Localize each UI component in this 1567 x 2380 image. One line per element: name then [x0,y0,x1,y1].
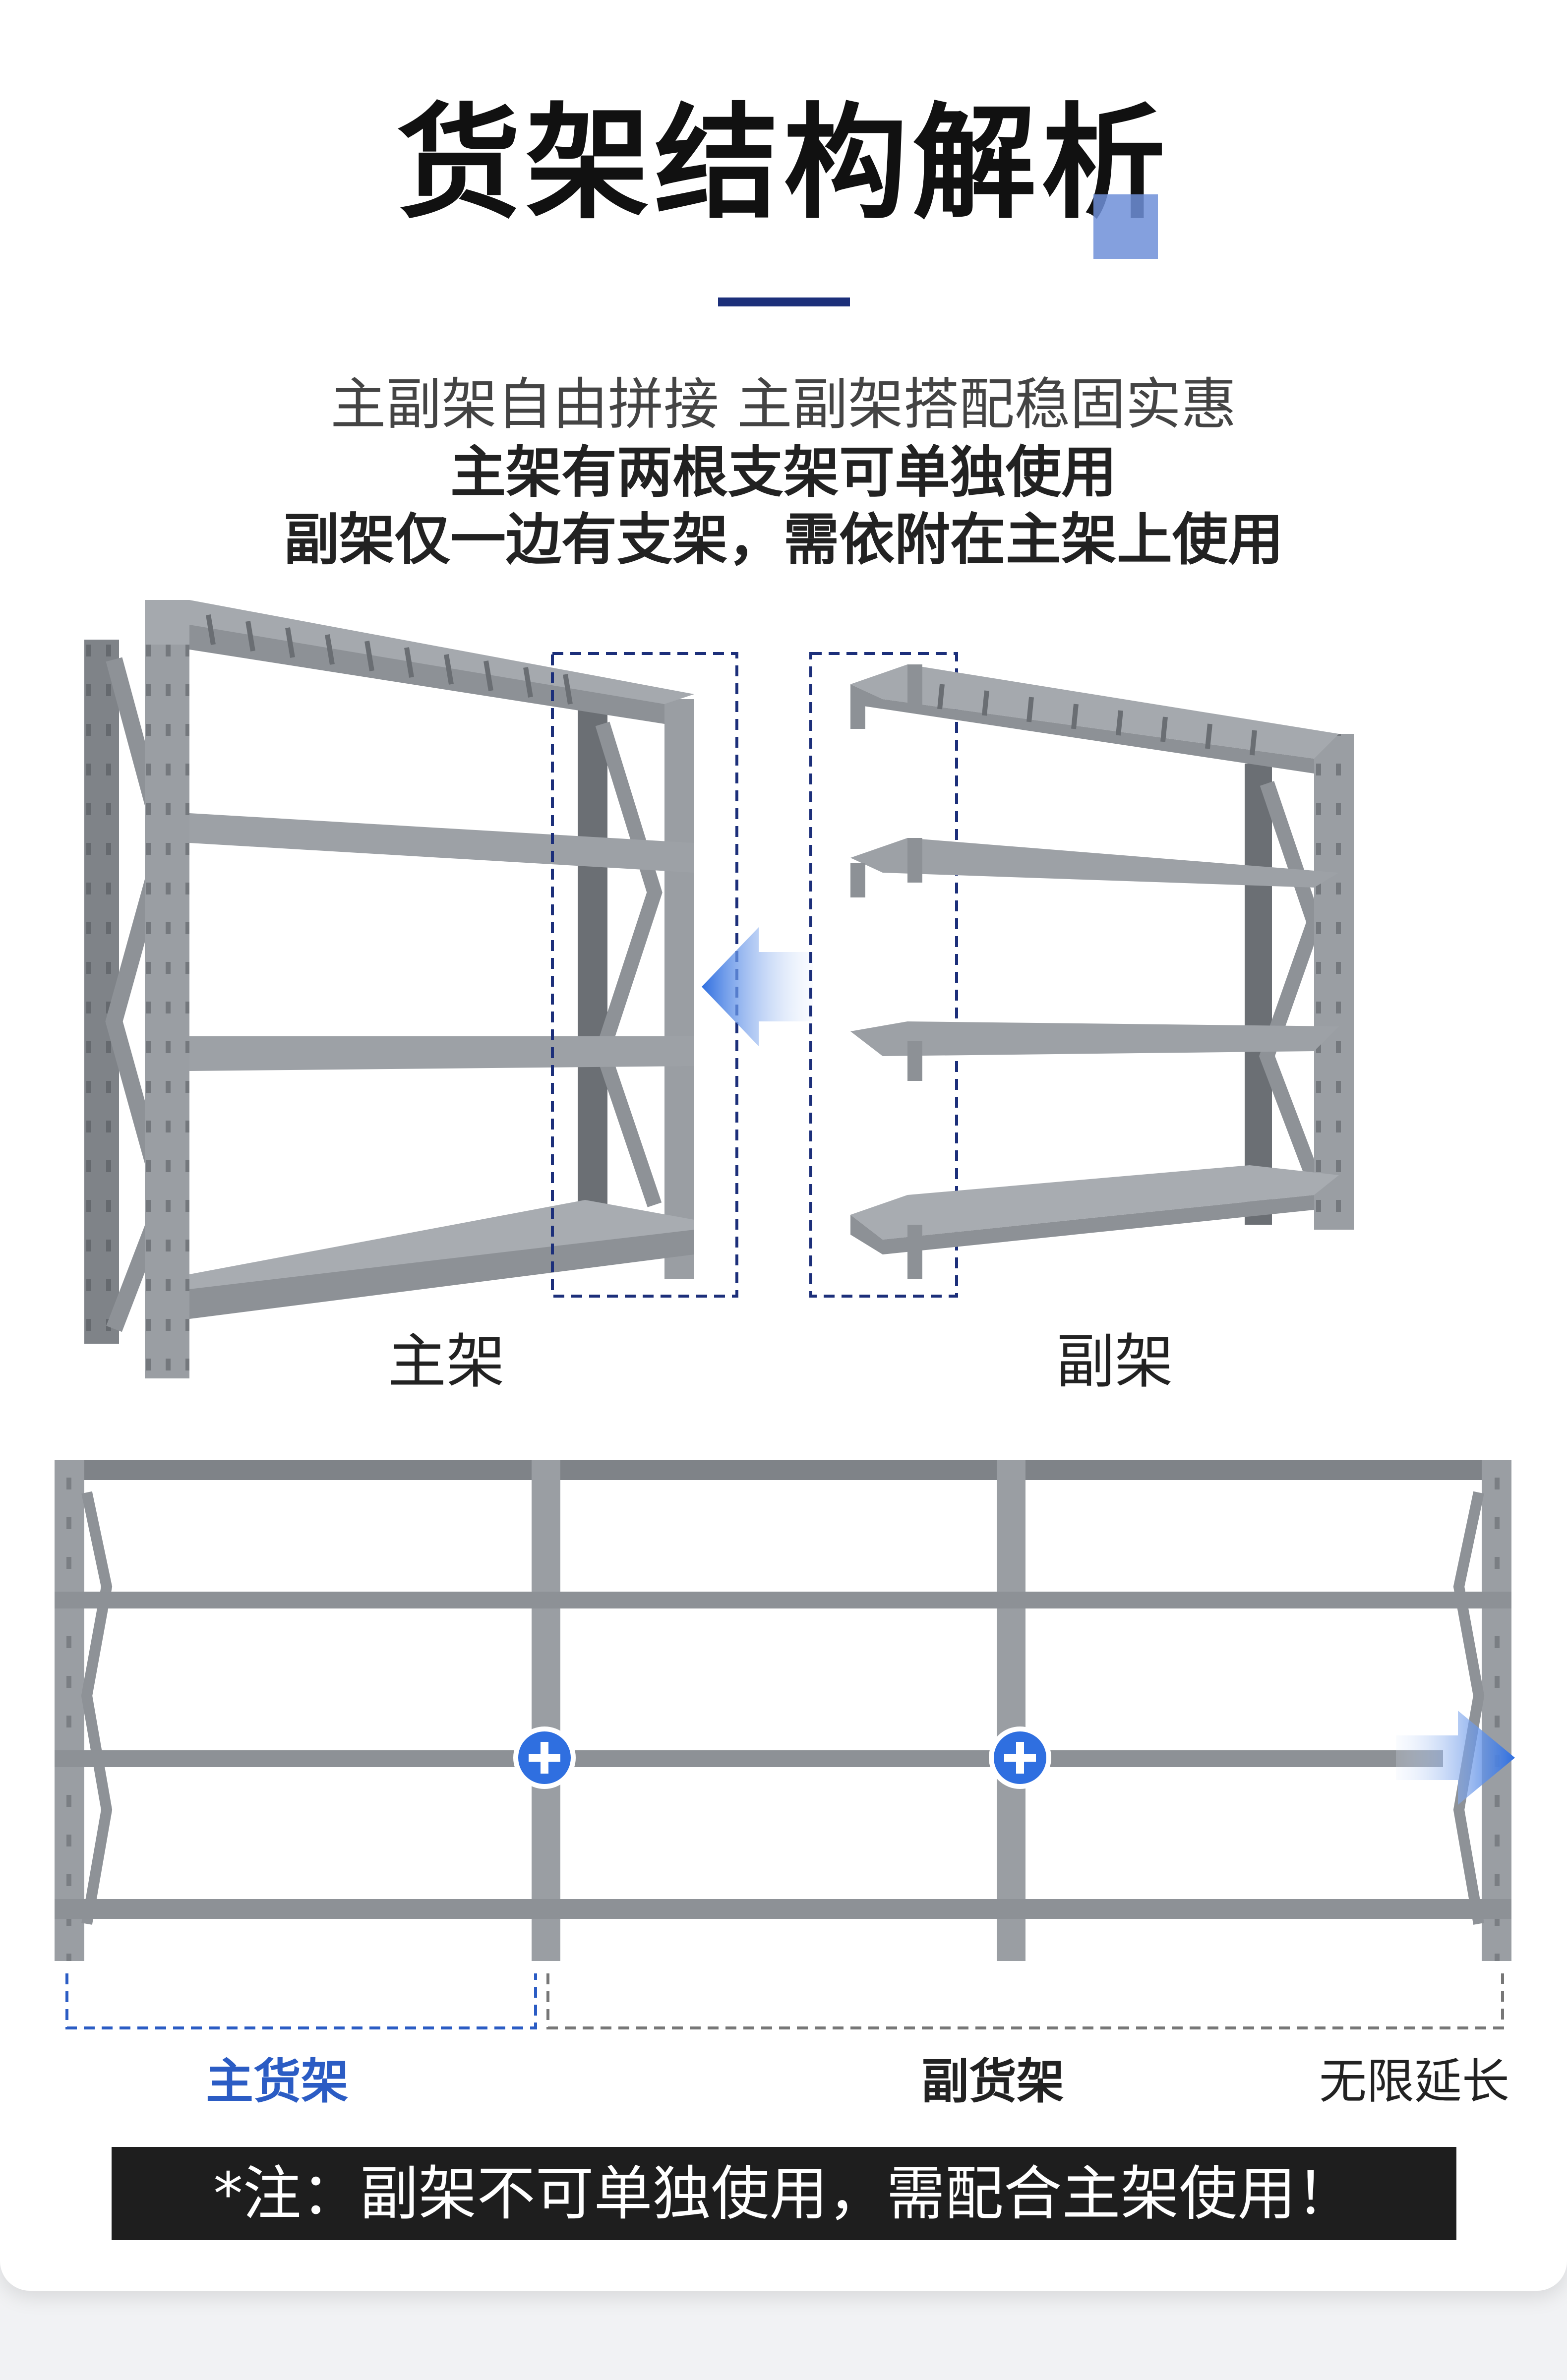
title-underline [718,298,850,306]
page-title: 货架结构解析 [397,91,1170,236]
main-frame-illustration [84,600,738,1378]
subtitle-line-3: 副架仅一边有支架，需依附在主架上使用 [284,508,1283,572]
notice-banner: *注：副架不可单独使用，需配合主架使用！ [112,2147,1456,2240]
subtitle-line-2: 主架有两根支架可单独使用 [450,440,1117,505]
plus-circle-icon [513,1726,576,1789]
combined-rack-illustration [55,1460,1511,2029]
title-decoration [1093,194,1158,259]
plus-circle-icon [989,1726,1051,1789]
extend-label: 无限延长 [1319,2054,1509,2109]
sub-rack-label: 副货架 [921,2054,1064,2109]
main-frame-label: 主架 [388,1327,505,1396]
arrow-left-icon [702,927,813,1046]
sub-frame-illustration [809,652,1354,1298]
subtitle-line-1: 主副架自由拼接 主副架搭配稳固实惠 [330,372,1237,437]
arrow-right-icon [1396,1711,1515,1805]
main-rack-label: 主货架 [206,2054,349,2109]
sub-frame-label: 副架 [1056,1327,1174,1396]
